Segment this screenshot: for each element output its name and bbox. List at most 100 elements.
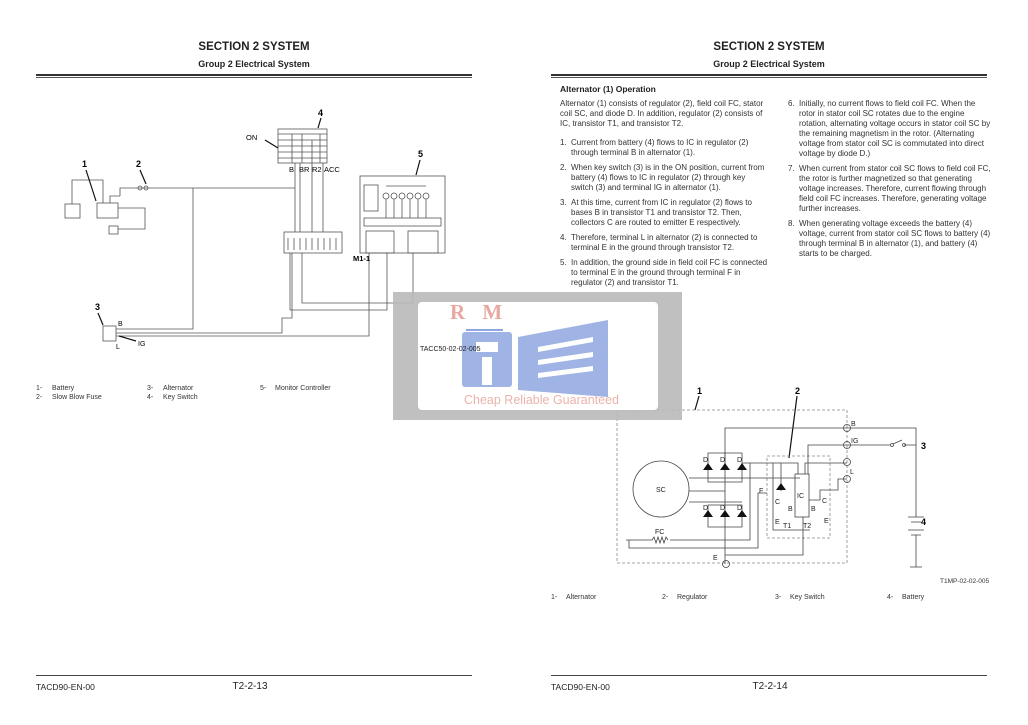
list-item: 8. When generating voltage exceeds the ba…: [788, 219, 993, 259]
diodes: [703, 463, 786, 517]
label-sc: SC: [656, 487, 666, 494]
section-heading: Alternator (1) Operation: [560, 84, 656, 94]
item-text: At this time, current from IC in regulat…: [571, 198, 752, 227]
callout-5: 5: [418, 149, 423, 159]
label-d: D: [737, 457, 742, 464]
legend-label: Regulator: [677, 594, 708, 601]
watermark-letters: R M: [450, 300, 509, 324]
legend-num: 4-: [147, 394, 154, 401]
item-number: 8.: [788, 219, 795, 228]
field-coil-resistor: [651, 535, 669, 545]
item-text: Therefore, terminal L in alternator (2) …: [571, 233, 758, 252]
right-section-title: SECTION 2 SYSTEM: [713, 41, 825, 53]
item-text: When generating voltage exceeds the batt…: [799, 219, 991, 258]
item-text: When key switch (3) is in the ON positio…: [571, 163, 765, 192]
terminal-acc: ACC: [324, 165, 340, 174]
left-footer-rule: [36, 675, 472, 676]
item-number: 7.: [788, 164, 795, 173]
on-label: ON: [246, 133, 257, 142]
legend-label: Battery: [902, 594, 925, 601]
list-item: 4.Therefore, terminal L in alternator (2…: [560, 233, 768, 253]
terminal-br: BR: [299, 165, 310, 174]
legend-num: 1-: [551, 594, 558, 601]
label-fc: FC: [655, 529, 664, 536]
callout-2: 2: [136, 159, 141, 169]
callout-arrows: [85, 117, 798, 459]
alt-terminal-l: L: [116, 344, 120, 351]
list-item: 3. At this time, current from IC in regul…: [560, 198, 768, 228]
label-d: D: [703, 505, 708, 512]
right-doc-code: TACD90-EN-00: [551, 682, 610, 692]
legend-item: 2-Slow Blow Fuse: [36, 394, 102, 401]
alt-callout-1: 1: [697, 386, 702, 396]
label-c: C: [822, 498, 827, 505]
label-t1: T1: [783, 523, 791, 530]
callout-1: 1: [82, 159, 87, 169]
label-e: E: [713, 555, 718, 562]
legend-label: Alternator: [566, 594, 597, 601]
legend-label: Monitor Controller: [275, 385, 331, 392]
legend-item: 4-Battery: [887, 594, 924, 601]
label-c: C: [775, 499, 780, 506]
legend-item: 3-Key Switch: [775, 594, 825, 601]
legend-item: 5- Monitor Controller: [260, 385, 331, 392]
label-d: D: [703, 457, 708, 464]
legend-label: Key Switch: [790, 594, 825, 601]
legend-num: 2-: [36, 394, 43, 401]
item-text: In addition, the ground side in field co…: [571, 258, 768, 287]
label-ic: IC: [797, 493, 804, 500]
right-header-rule: [551, 74, 987, 76]
left-section-title: SECTION 2 SYSTEM: [198, 41, 310, 53]
label-d: D: [720, 505, 725, 512]
label-d: D: [720, 457, 725, 464]
left-header-rule: [36, 74, 472, 76]
left-header-rule-thin: [36, 77, 472, 78]
label-b-base: B: [811, 506, 816, 513]
monitor-indicator-lamps: [382, 192, 430, 200]
legend-label: Battery: [52, 385, 75, 392]
item-text: When current from stator coil SC flows t…: [799, 164, 991, 213]
label-l: L: [850, 469, 854, 476]
label-e: E: [824, 518, 829, 525]
left-doc-code: TACD90-EN-00: [36, 682, 95, 692]
item-number: 2.: [560, 163, 567, 172]
legend-item: 3- Alternator: [147, 385, 193, 392]
legend-item: 2- Regulator: [662, 594, 707, 601]
legend-item: 4- Key Switch: [147, 394, 198, 401]
item-number: 3.: [560, 198, 567, 207]
left-page-number: T2-2-13: [232, 681, 268, 692]
right-group-title: Group 2 Electrical System: [713, 59, 825, 69]
list-item: 5. In addition, the ground side in field …: [560, 258, 768, 288]
left-group-title: Group 2 Electrical System: [198, 59, 310, 69]
right-footer-rule: [551, 675, 987, 676]
list-item: 7. When current from stator coil SC flows…: [788, 164, 993, 214]
callout-4: 4: [318, 108, 323, 118]
item-text: Current from battery (4) flows to IC in …: [571, 138, 749, 157]
watermark-slogan: Cheap Reliable Guaranteed: [464, 393, 619, 407]
alt-terminal-ig: IG: [138, 341, 145, 348]
label-b: B: [851, 421, 856, 428]
terminal-b: B: [289, 165, 294, 174]
label-e: E: [775, 519, 780, 526]
callout-3: 3: [95, 302, 100, 312]
alt-terminal-b: B: [118, 321, 123, 328]
item-number: 5.: [560, 258, 567, 267]
label-t2: T2: [803, 523, 811, 530]
legend-label: Key Switch: [163, 394, 198, 401]
legend-num: 5-: [260, 385, 267, 392]
legend-item: 1-Battery: [36, 385, 74, 392]
label-d: D: [737, 505, 742, 512]
legend-num: 2-: [662, 594, 669, 601]
legend-num: 3-: [147, 385, 154, 392]
item-number: 6.: [788, 99, 795, 108]
item-number: 1.: [560, 138, 567, 147]
text-column-right: 6.Initially, no current flows to field c…: [788, 99, 993, 264]
right-figure-id: T1MP-02-02-005: [940, 578, 990, 585]
alt-callout-3: 3: [921, 441, 926, 451]
terminal-r2: R2: [312, 165, 322, 174]
legend-label: Alternator: [163, 385, 194, 392]
label-b-base: B: [788, 506, 793, 513]
left-wiring-diagram: [64, 128, 446, 342]
text-column-left: Alternator (1) consists of regulator (2)…: [560, 99, 768, 293]
